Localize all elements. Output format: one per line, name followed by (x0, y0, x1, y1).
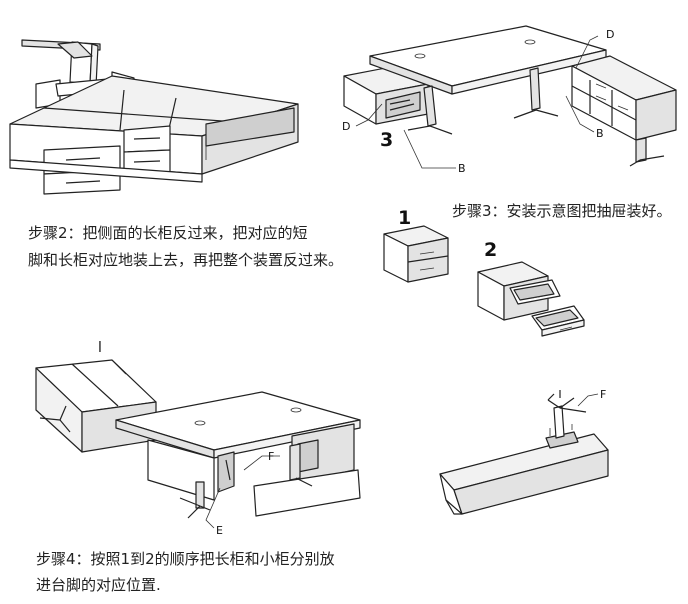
step-number-1: 1 (398, 207, 411, 229)
step4-instruction-line1: 步骤4：按照1到2的顺序把长柜和小柜分别放 (36, 550, 335, 568)
l-desk-drawer-install-figure (343, 25, 677, 169)
leg-bracket-long-cabinet-figure (439, 390, 609, 515)
long-cabinet-body (9, 75, 299, 195)
step-number-2: 2 (484, 239, 497, 261)
mark-l: l (98, 340, 102, 356)
label-f-right: F (600, 388, 606, 401)
full-desk-assembly-figure (35, 359, 361, 529)
step2-instruction-line2: 脚和长柜对应地装上去，再把整个装置反过来。 (28, 251, 344, 269)
step-number-3: 3 (380, 129, 393, 151)
label-e-middle: E (216, 524, 223, 537)
long-cabinet-with-leg-figure (9, 39, 299, 195)
drawer-box-2-figure (477, 261, 585, 337)
step4-instruction-line2: 进台脚的对应位置. (36, 576, 161, 594)
label-f-middle: F (268, 450, 274, 463)
label-d-top: D (606, 28, 614, 41)
drawer-box-1-figure (383, 225, 449, 283)
label-b-bottom: B (458, 162, 466, 175)
label-b-right: B (596, 127, 604, 140)
label-d-left: D (342, 120, 350, 133)
step3-instruction: 步骤3：安装示意图把抽屉装好。 (452, 202, 672, 220)
step2-instruction-line1: 步骤2：把侧面的长柜反过来，把对应的短 (28, 224, 308, 242)
